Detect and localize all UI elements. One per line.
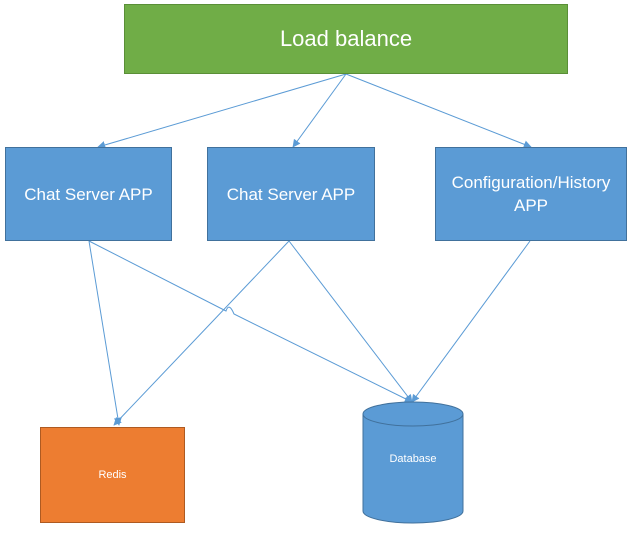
redis-label: Redis (98, 469, 127, 481)
edge-lb-to-config-history (345, 73, 532, 149)
chat-server-app-label-1: Chat Server APP (24, 184, 153, 204)
database-label: Database (389, 453, 437, 465)
config-history-app-label: Configuration/History APP (451, 173, 611, 215)
edge-config-history-to-database (411, 240, 531, 403)
edge-lb-to-chat-server-1 (97, 73, 347, 149)
edge-chat-server-2-to-redis (113, 240, 290, 426)
edge-chat-server-1-to-database (88, 240, 413, 403)
chat-server-app-label-2: Chat Server APP (226, 184, 356, 204)
database-cylinder (362, 401, 464, 524)
redis-node: Redis (40, 427, 185, 523)
edge-chat-server-1-to-redis (88, 240, 122, 426)
edge-chat-server-2-to-database (288, 240, 413, 403)
chat-server-app-node-1: Chat Server APP (5, 147, 172, 241)
edge-lb-to-chat-server-2 (292, 73, 347, 148)
chat-server-app-node-2: Chat Server APP (207, 147, 375, 241)
load-balancer-label: Load balance (279, 26, 413, 51)
load-balancer-node: Load balance (124, 4, 568, 74)
config-history-app-node: Configuration/History APP (435, 147, 627, 241)
